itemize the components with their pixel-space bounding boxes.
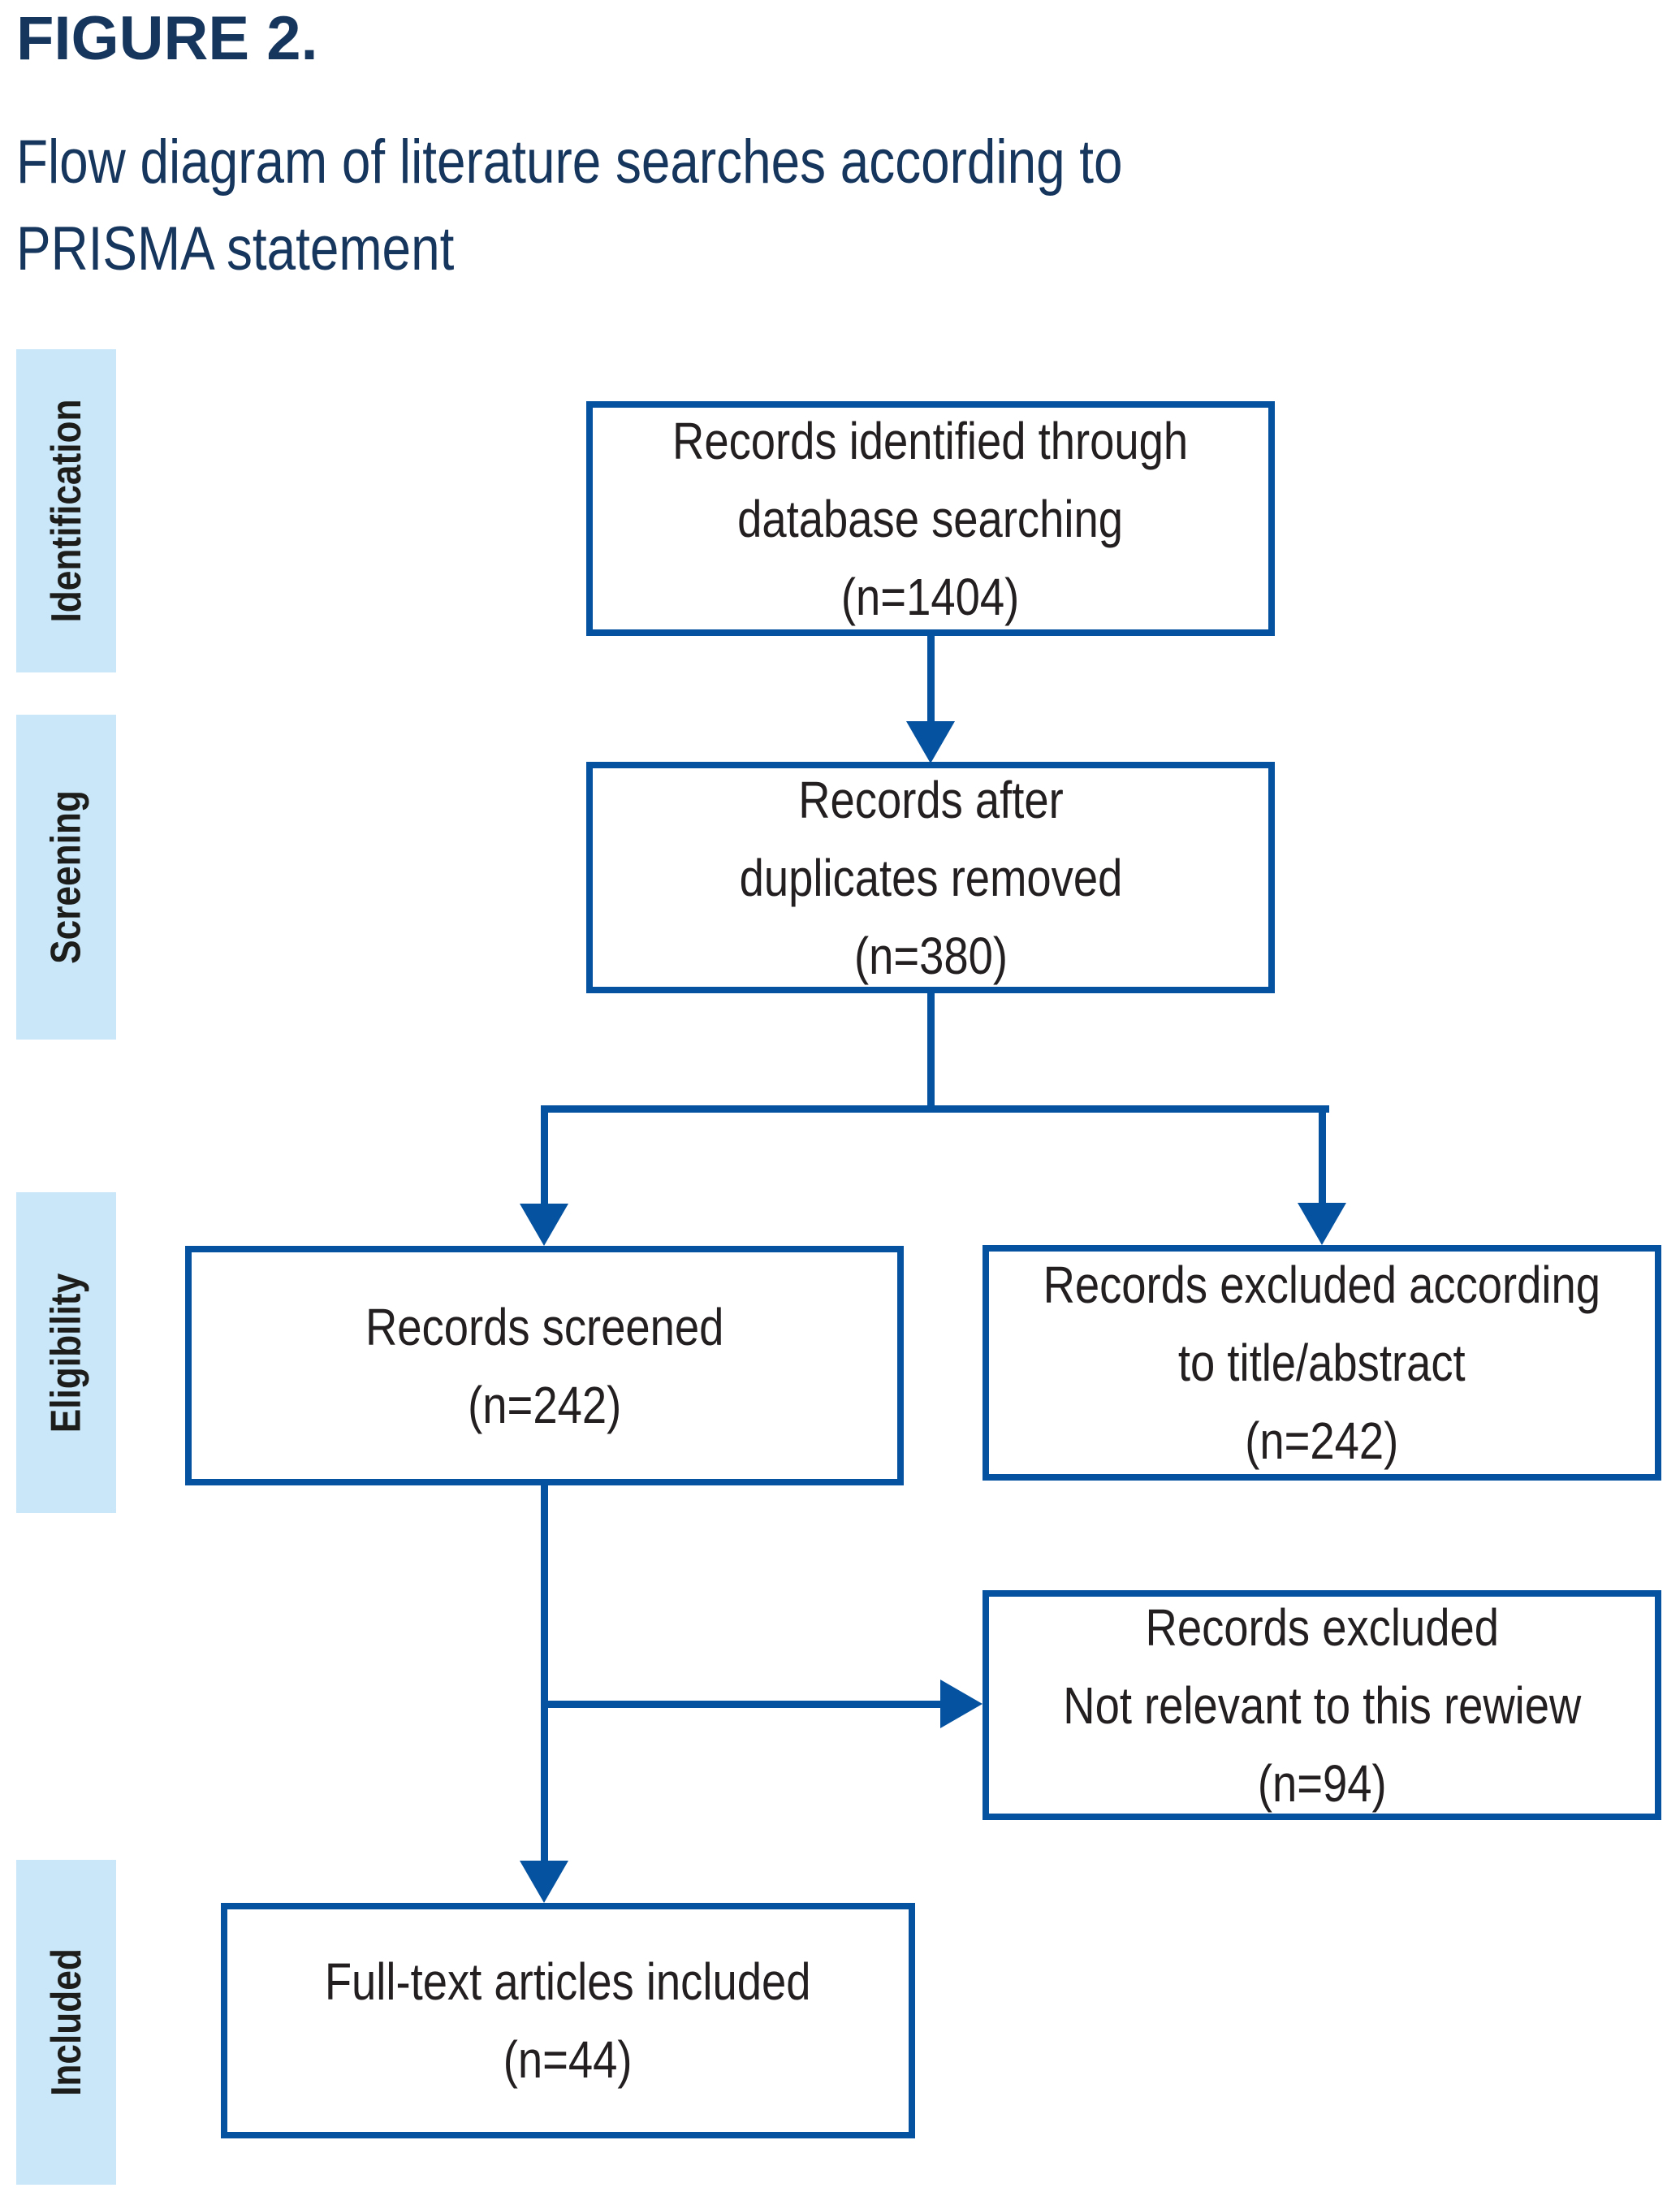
flow-box-records-screened: Records screened (n=242) bbox=[185, 1246, 904, 1485]
connector-identified-to-deduped-line bbox=[927, 636, 935, 723]
flow-box-records-excluded-not-relevant: Records excluded Not relevant to this re… bbox=[983, 1590, 1661, 1820]
flow-box-text: Records identified through database sear… bbox=[672, 411, 1189, 626]
connector-screened-to-fulltext-line bbox=[541, 1485, 548, 1861]
flow-box-text: Records screened (n=242) bbox=[365, 1297, 724, 1434]
arrowhead-into-excluded-title-abstract bbox=[1298, 1203, 1346, 1245]
flow-box-text: Records excluded Not relevant to this re… bbox=[1063, 1598, 1581, 1813]
connector-screened-to-not-relevant-line bbox=[541, 1701, 940, 1708]
stage-band-identification: Identification bbox=[16, 349, 116, 672]
flow-box-records-identified: Records identified through database sear… bbox=[586, 401, 1275, 636]
stage-label-identification: Identification bbox=[42, 399, 90, 623]
flow-box-text: Records after duplicates removed (n=380) bbox=[739, 770, 1122, 985]
arrowhead-into-screened bbox=[520, 1204, 568, 1246]
connector-deduped-stem-line bbox=[927, 993, 935, 1112]
figure-title: Flow diagram of literature searches acco… bbox=[16, 128, 1123, 283]
stage-label-screening: Screening bbox=[42, 790, 90, 964]
arrowhead-into-fulltext bbox=[520, 1861, 568, 1903]
connector-branch-to-excluded-line bbox=[1319, 1105, 1326, 1204]
flow-box-text: Records excluded according to title/abst… bbox=[1043, 1256, 1601, 1470]
arrowhead-into-deduped bbox=[906, 721, 955, 763]
figure-label: FIGURE 2. bbox=[16, 4, 318, 73]
stage-band-screening: Screening bbox=[16, 715, 116, 1040]
stage-band-included: Included bbox=[16, 1860, 116, 2185]
flow-box-records-after-duplicates-removed: Records after duplicates removed (n=380) bbox=[586, 762, 1275, 993]
stage-band-eligibility: Eligibility bbox=[16, 1192, 116, 1513]
stage-label-eligibility: Eligibility bbox=[42, 1273, 90, 1433]
arrowhead-into-not-relevant bbox=[940, 1680, 983, 1728]
flow-box-records-excluded-title-abstract: Records excluded according to title/abst… bbox=[983, 1245, 1661, 1481]
connector-branch-to-screened-line bbox=[541, 1105, 548, 1205]
flow-box-full-text-articles-included: Full-text articles included (n=44) bbox=[221, 1903, 915, 2138]
flow-box-text: Full-text articles included (n=44) bbox=[325, 1952, 811, 2089]
stage-label-included: Included bbox=[42, 1948, 90, 2096]
connector-split-branch-line bbox=[541, 1105, 1329, 1113]
